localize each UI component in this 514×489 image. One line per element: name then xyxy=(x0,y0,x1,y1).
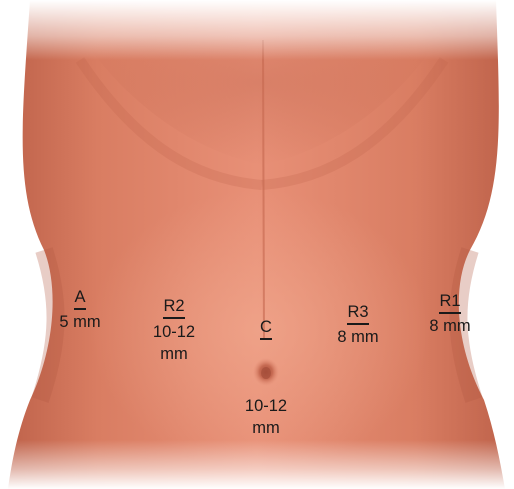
port-r1-id: R1 xyxy=(439,293,460,314)
port-c: C xyxy=(236,317,296,342)
port-c-id: C xyxy=(260,319,272,340)
port-r3-id: R3 xyxy=(347,304,368,325)
port-a: A 5 mm xyxy=(50,287,110,332)
port-r2-id: R2 xyxy=(163,298,184,319)
port-a-id: A xyxy=(74,289,85,310)
linea-alba xyxy=(263,40,264,340)
port-r2-size: 10-12 mm xyxy=(138,321,210,365)
port-r1-size: 8 mm xyxy=(414,316,486,336)
port-r3-size: 8 mm xyxy=(322,327,394,347)
port-a-size: 5 mm xyxy=(50,312,110,332)
port-r1: R1 8 mm xyxy=(414,291,486,336)
port-r3: R3 8 mm xyxy=(322,302,394,347)
port-c-size: 10-12 mm xyxy=(226,395,306,439)
port-r2: R2 10-12 mm xyxy=(138,296,210,365)
